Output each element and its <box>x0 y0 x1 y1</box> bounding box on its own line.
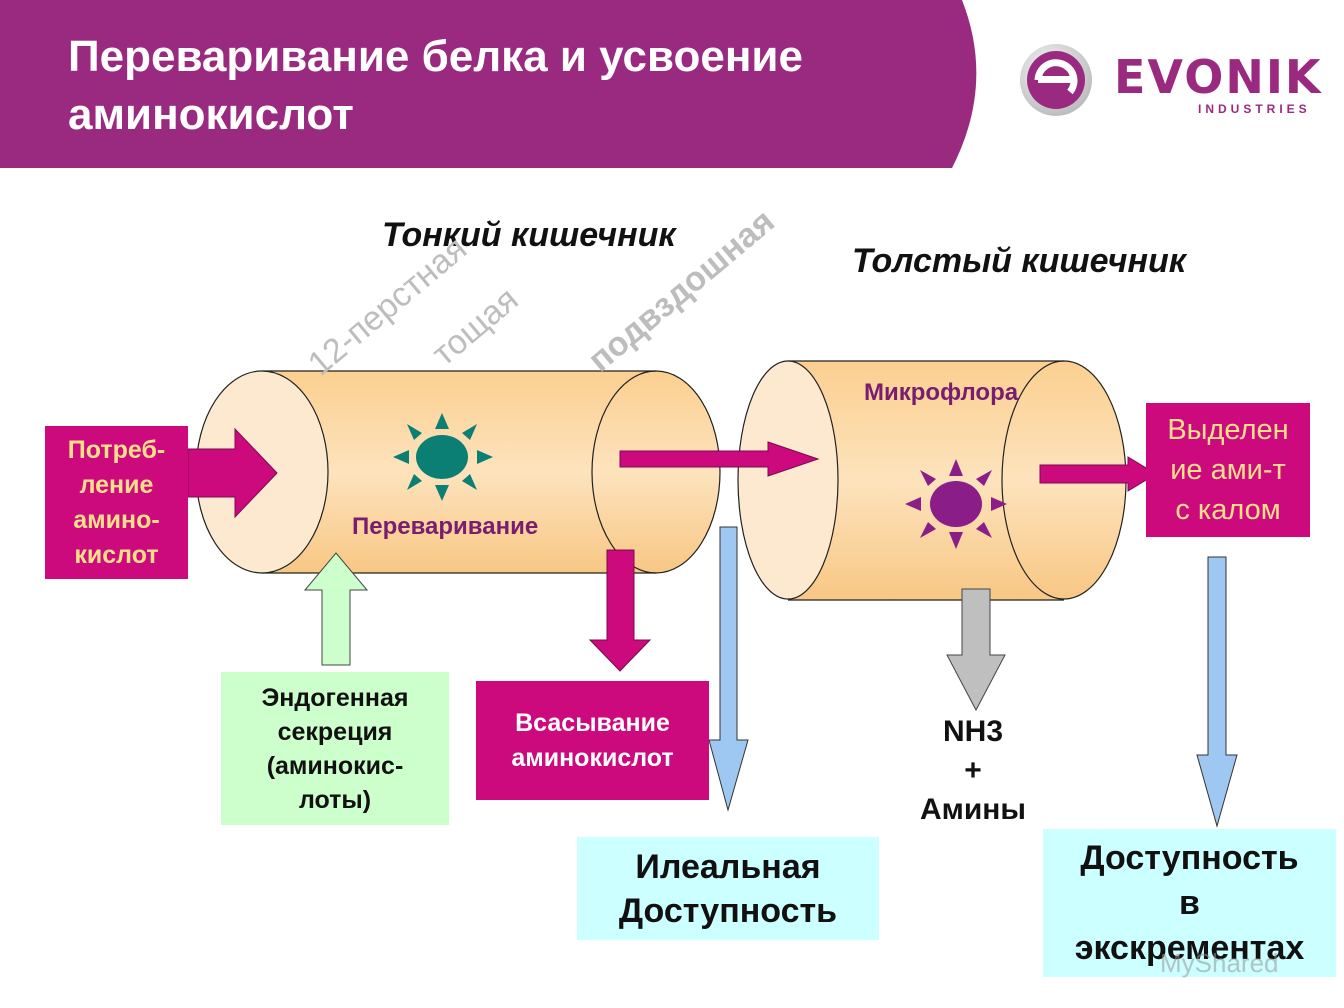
intake-line: Потреб- <box>67 435 166 464</box>
nh3-line: + <box>964 753 982 787</box>
page-title: Переваривание белка и усвоение аминокисл… <box>68 32 803 139</box>
absorption-box: Всасывание аминокислот <box>476 681 709 800</box>
microflora-label: Микрофлора <box>864 379 1019 406</box>
digestion-label: Переваривание <box>352 513 539 540</box>
ileal-line: Доступность <box>618 891 838 930</box>
intake-arrow <box>187 427 278 519</box>
endogenous-line: лоты) <box>298 785 372 814</box>
logo-sub: INDUSTRIES <box>1198 102 1311 116</box>
ileal-arrow <box>708 526 749 812</box>
small-intestine-tube <box>195 370 721 574</box>
absorption-line: аминокислот <box>511 743 674 772</box>
intake-line: амино- <box>73 505 160 534</box>
ileal-line: Илеальная <box>635 847 821 886</box>
logo-name: EVONIK <box>1114 50 1323 104</box>
watermark: MyShared <box>1160 948 1279 978</box>
large-intestine-label: Толстый кишечник <box>852 242 1186 280</box>
evonik-logo: EVONIK INDUSTRIES <box>1018 44 1321 116</box>
microflora-sun-icon <box>905 459 1007 549</box>
endogenous-line: (аминокис- <box>266 751 404 780</box>
fecal-line: в <box>1179 883 1200 922</box>
excretion-box: Выделен ие ами-т с калом <box>1146 403 1310 537</box>
endogenous-line: Эндогенная <box>261 683 409 712</box>
absorption-arrow <box>588 549 652 672</box>
intake-box: Потреб- ление амино- кислот <box>45 426 188 579</box>
endogenous-secretion-box: Эндогенная секреция (аминокис- лоты) <box>221 672 449 825</box>
excretion-line: с калом <box>1175 494 1281 526</box>
fecal-line: экскрементах <box>1074 928 1305 967</box>
intake-line: кислот <box>74 540 159 569</box>
nh3-amines-text: NH3 + Амины <box>900 710 1046 830</box>
endogenous-line: секреция <box>277 717 393 746</box>
small-intestine-label: Тонкий кишечник <box>382 216 676 254</box>
intake-line: ление <box>79 470 154 499</box>
excretion-arrow <box>1039 456 1157 492</box>
fecal-line: Доступность <box>1080 838 1299 877</box>
evonik-logo-icon <box>1020 44 1092 116</box>
nh3-line: Амины <box>919 792 1027 826</box>
absorption-line: Всасывание <box>515 708 670 737</box>
transfer-arrow <box>619 441 820 477</box>
excretion-line: Выделен <box>1167 414 1289 446</box>
fecal-availability-box: Доступность в экскрементах <box>1043 829 1336 977</box>
endogenous-arrow <box>303 552 369 666</box>
nh3-line: NH3 <box>942 714 1003 748</box>
digestion-sun-icon <box>393 413 493 501</box>
excretion-line: ие ами-т <box>1170 454 1286 486</box>
ileal-availability-box: Илеальная Доступность <box>577 837 879 940</box>
fecal-arrow <box>1196 556 1238 828</box>
header-band <box>0 0 977 168</box>
nh3-arrow <box>946 588 1006 712</box>
